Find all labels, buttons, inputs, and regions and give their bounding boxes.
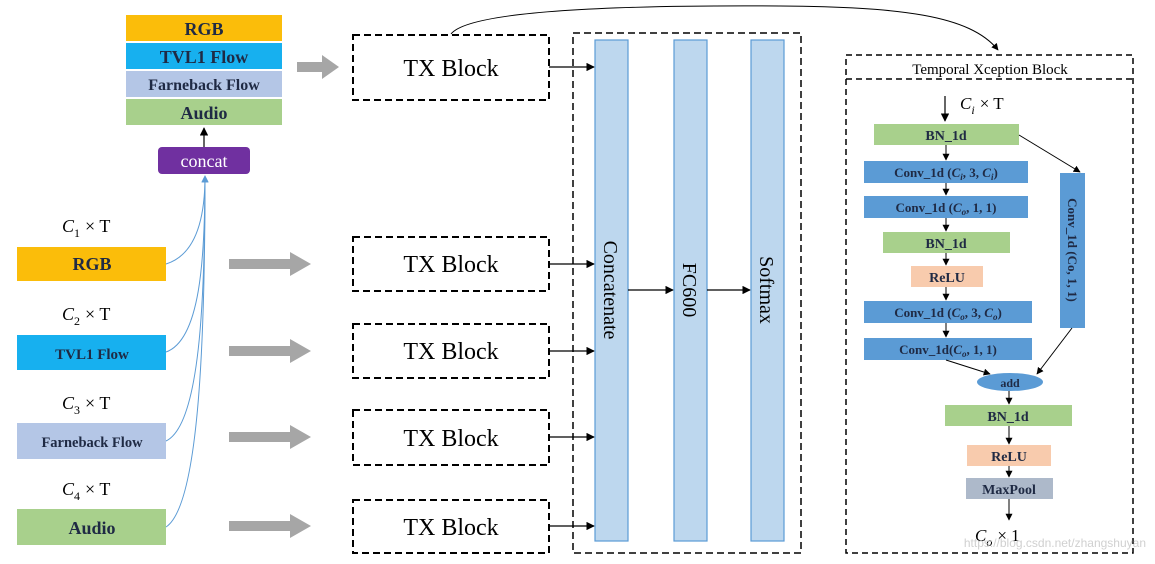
txb-relu2-box	[967, 445, 1051, 466]
stack-audio-box	[126, 99, 282, 125]
input-tvl1-box	[17, 335, 166, 370]
concat-label: concat	[181, 151, 228, 171]
concatenate-label: Concatenate	[599, 241, 621, 340]
txb-bn1-box	[874, 124, 1019, 145]
txb-conv-d-to-add-arrow	[945, 359, 991, 376]
concat-box	[158, 147, 250, 174]
txb-bn2-box	[883, 232, 1010, 253]
txb-add-node	[977, 373, 1043, 391]
input-farneback-box	[17, 423, 166, 459]
tx-block-1	[352, 236, 550, 292]
tx-block-4-label: TX Block	[403, 515, 498, 541]
top-input-stack: RGB TVL1 Flow Farneback Flow Audio conca…	[126, 15, 282, 174]
softmax-column	[750, 39, 785, 542]
input-audio-box	[17, 509, 166, 545]
tx-blocks: TX Block TX Block TX Block TX Block TX B…	[352, 34, 550, 554]
input-dim-1: C1× T	[62, 216, 110, 240]
tx-block-1-label: TX Block	[403, 252, 498, 278]
txb-side-conv-box	[1060, 173, 1085, 328]
tx-block-top	[352, 34, 550, 101]
connector-audio	[165, 175, 209, 528]
txb-side-conv-label: Conv_1d (Co, 1, 1)	[1065, 198, 1080, 302]
input-dim-4: C4× T	[62, 479, 110, 503]
txb-relu1-label: ReLU	[929, 271, 965, 286]
stack-farneback-box	[126, 71, 282, 97]
connector-rgb	[165, 175, 209, 265]
temporal-xception-block: Temporal Xception Block Ci× T BN_1d Conv…	[845, 54, 1134, 554]
gray-arrows	[229, 55, 339, 538]
stack-farneback-label: Farneback Flow	[148, 77, 260, 94]
txb-relu2-label: ReLU	[991, 450, 1027, 465]
connector-tvl1	[165, 175, 209, 353]
tx-block-2-label: TX Block	[403, 339, 498, 365]
input-rgb-label: RGB	[72, 254, 111, 274]
watermark: https://blog.csdn.net/zhangshuyan	[964, 536, 1146, 550]
txb-outer-container	[845, 54, 1134, 554]
softmax-label: Softmax	[755, 256, 777, 324]
txb-conv-d-label: Conv_1d(Co, 1, 1)	[899, 342, 997, 359]
input-rgb-box	[17, 247, 166, 281]
txb-conv-c-box	[864, 301, 1032, 323]
txb-maxpool-label: MaxPool	[982, 483, 1036, 498]
input-dim-2: C2× T	[62, 304, 110, 328]
input-rows: C1× T RGB C2× T TVL1 Flow C3× T Farnebac…	[17, 216, 166, 545]
tx-block-top-label: TX Block	[403, 56, 498, 82]
input-audio-label: Audio	[68, 518, 115, 538]
txb-add-label: add	[1000, 376, 1020, 390]
input-farneback-label: Farneback Flow	[41, 435, 143, 451]
gray-arrow-2	[229, 339, 311, 363]
txb-side-to-add-arrow	[1036, 327, 1073, 375]
txb-conv-a-box	[864, 161, 1028, 183]
input-dim-3: C3× T	[62, 393, 110, 417]
classifier-head: Concatenate FC600 Softmax	[549, 32, 802, 554]
stack-tvl1-box	[126, 43, 282, 69]
connector-farneback	[165, 175, 209, 442]
txb-conv-c-label: Conv_1d (Co, 3, Co)	[894, 305, 1002, 322]
txb-bn2-label: BN_1d	[925, 237, 966, 252]
concat-connectors	[165, 175, 209, 528]
txb-conv-a-label: Conv_1d (Ci, 3, Ci)	[894, 165, 998, 182]
gray-arrow-top	[297, 55, 339, 79]
fc600-label: FC600	[678, 263, 700, 317]
txb-conv-b-label: Conv_1d (Co, 1, 1)	[896, 200, 997, 217]
stack-rgb-label: RGB	[184, 19, 223, 39]
txb-maxpool-box	[966, 478, 1053, 499]
tx-block-3	[352, 409, 550, 466]
txb-skip-arrow	[1018, 134, 1081, 173]
txb-bn3-label: BN_1d	[987, 410, 1028, 425]
tx-detail-callout-arrow	[450, 5, 999, 51]
fc600-column	[673, 39, 708, 542]
txb-bn1-label: BN_1d	[925, 129, 966, 144]
stack-audio-label: Audio	[180, 103, 227, 123]
stack-tvl1-label: TVL1 Flow	[160, 47, 249, 67]
tx-block-3-label: TX Block	[403, 426, 498, 452]
txb-output-dim: Co× 1	[975, 526, 1020, 549]
txb-bn3-box	[945, 405, 1072, 426]
gray-arrow-4	[229, 514, 311, 538]
gray-arrow-1	[229, 252, 311, 276]
input-tvl1-label: TVL1 Flow	[55, 347, 129, 363]
stack-rgb-box	[126, 15, 282, 41]
txb-relu1-box	[911, 266, 983, 287]
txb-title: Temporal Xception Block	[912, 62, 1068, 78]
txb-input-dim: Ci× T	[960, 94, 1004, 117]
txb-conv-d-box	[864, 338, 1032, 360]
classifier-container	[572, 32, 802, 554]
gray-arrow-3	[229, 425, 311, 449]
txb-conv-b-box	[864, 196, 1028, 218]
